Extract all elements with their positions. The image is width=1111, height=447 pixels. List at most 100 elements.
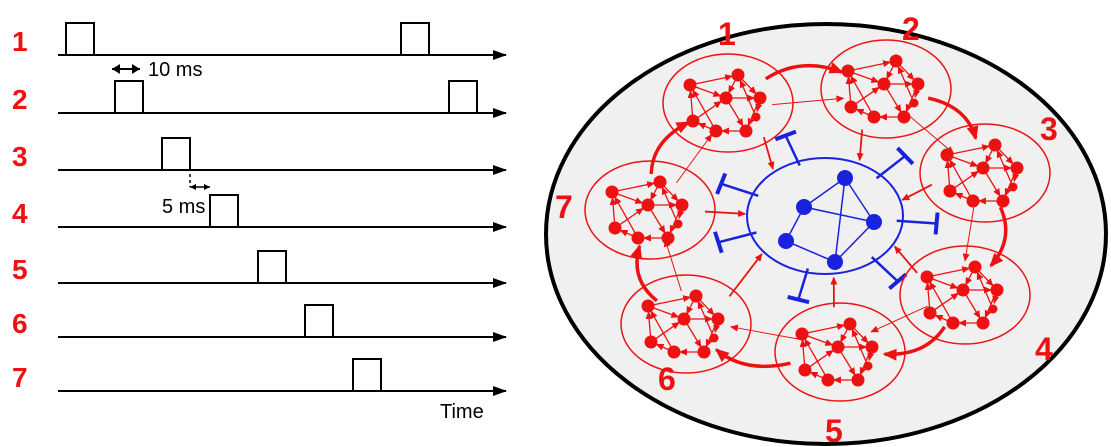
assembly-2-synapse-9 [886, 66, 894, 80]
inhibitory-synapse-2 [844, 177, 875, 223]
assembly-4-synapse-11 [934, 292, 959, 311]
assembly-4-synapse-7 [932, 278, 959, 289]
assembly-3-neuron-1 [940, 148, 954, 162]
pulse-row1-1 [65, 22, 95, 56]
inhibitory-terminal-7 [715, 172, 728, 195]
inhibitory-neuron-3 [866, 214, 882, 230]
assembly-2-synapse-10 [886, 88, 902, 113]
assembly-6-synapse-1 [653, 295, 692, 306]
assembly-4-neuron-2 [968, 260, 982, 274]
excitatory-projection-7 [704, 209, 747, 217]
assembly-7-neuron-7 [661, 231, 675, 245]
interval-annotation: 10 ms [112, 59, 202, 81]
pulse-row6-1 [304, 304, 334, 338]
assembly-3-synapse-1 [952, 144, 991, 155]
assembly-outline-3 [919, 123, 1051, 223]
assembly-3-synapse-11 [954, 170, 979, 189]
assembly-3-synapse-10 [985, 172, 1001, 197]
assembly-number-6: 6 [658, 361, 676, 397]
assembly-5-neuron-4 [831, 340, 845, 354]
pulse-row7-1 [352, 358, 382, 392]
assembly-5-neuron-6 [821, 373, 835, 387]
assembly-outline-2 [820, 39, 952, 139]
sequence-arrow-4-to-5 [882, 325, 947, 361]
assembly-1-neuron-5 [686, 114, 700, 128]
assembly-1-neuron-2 [731, 68, 745, 82]
inhibitory-synapse-1 [803, 177, 846, 208]
assembly-3-neuron-5 [943, 184, 957, 198]
assembly-3-neuron-7 [996, 194, 1010, 208]
inhibitory-neuron-5 [827, 254, 843, 270]
assembly-4-neuron-7 [976, 316, 990, 330]
time-axis-label: Time [440, 401, 484, 423]
assembly-3-neuron-3 [1010, 161, 1024, 175]
assembly-number-7: 7 [555, 189, 573, 225]
assembly-number-2: 2 [902, 11, 920, 47]
assembly-5-synapse-1 [807, 323, 846, 334]
assembly-4-synapse-12 [976, 271, 992, 304]
assembly-2-neuron-1 [841, 64, 855, 78]
assembly-7-neuron-4 [641, 198, 655, 212]
pulse-row1-2 [400, 22, 430, 56]
assembly-5-synapse-7 [807, 335, 834, 346]
assembly-3: 3 [919, 111, 1058, 223]
assembly-6: 6 [620, 274, 752, 397]
assembly-5-synapse-14 [867, 352, 875, 362]
assembly-7-neuron-8 [673, 219, 683, 229]
assembly-6-neuron-8 [709, 333, 719, 343]
assembly-1-synapse-5 [697, 122, 711, 130]
assembly-7-synapse-1 [617, 181, 656, 192]
inhibitory-terminal-5 [787, 294, 810, 305]
assembly-4-neuron-8 [988, 304, 998, 314]
assembly-1-synapse-11 [697, 100, 722, 119]
assembly-outline-6 [620, 274, 752, 374]
assembly-7-neuron-2 [653, 175, 667, 189]
interval-label: 10 ms [148, 59, 202, 81]
excitatory-projection-6 [728, 253, 763, 297]
inhibitory-terminal-6 [713, 231, 724, 254]
inhibitory-pool-outline [746, 157, 904, 275]
assembly-6-neuron-4 [677, 312, 691, 326]
assembly-outline-5 [774, 302, 906, 402]
assembly-1-synapse-7 [695, 86, 722, 97]
weak-link-7-to-1 [676, 133, 713, 184]
sequence-arrow-6-to-7 [630, 244, 658, 303]
assembly-6-neuron-5 [644, 335, 658, 349]
assembly-2-neuron-5 [844, 100, 858, 114]
assembly-7-neuron-3 [675, 198, 689, 212]
assembly-2-synapse-11 [855, 86, 880, 105]
inhibitory-terminal-2 [896, 146, 915, 166]
pulse-row2-1 [114, 80, 144, 114]
weak-link-2-to-3 [908, 115, 955, 154]
assembly-number-4: 4 [1035, 331, 1053, 367]
weak-link-4-to-5 [870, 305, 928, 333]
assembly-2-neuron-7 [897, 110, 911, 124]
assembly-3-synapse-13 [949, 159, 971, 197]
sequence-arrow-7-to-1 [649, 120, 691, 174]
assembly-2-synapse-12 [897, 65, 913, 98]
assembly-3-synapse-9 [985, 150, 993, 164]
assembly-6-neuron-7 [697, 345, 711, 359]
assembly-1-synapse-1 [695, 74, 734, 85]
assembly-2-synapse-5 [855, 108, 869, 116]
assembly-6-synapse-5 [655, 343, 669, 351]
assembly-2-neuron-2 [889, 54, 903, 68]
assembly-3-neuron-2 [988, 138, 1002, 152]
assembly-1-synapse-6 [687, 89, 695, 116]
inhibitory-neuron-4 [778, 233, 794, 249]
sequence-arrow-2-to-3 [927, 96, 979, 141]
assembly-3-neuron-4 [976, 161, 990, 175]
assembly-7-synapse-11 [619, 207, 644, 226]
assembly-7-synapse-7 [617, 193, 644, 204]
assembly-5-synapse-13 [804, 338, 826, 376]
inhibitory-synapse-5 [834, 221, 875, 263]
assembly-7-synapse-14 [677, 210, 685, 220]
assembly-4-synapse-13 [929, 281, 951, 319]
width-arrowhead-left [190, 184, 196, 190]
row-number-7: 7 [12, 362, 28, 393]
assembly-links [630, 62, 1008, 369]
inhibitory-feedback-5 [797, 268, 810, 300]
row-number-3: 3 [12, 141, 28, 172]
assembly-6-synapse-13 [650, 310, 672, 348]
